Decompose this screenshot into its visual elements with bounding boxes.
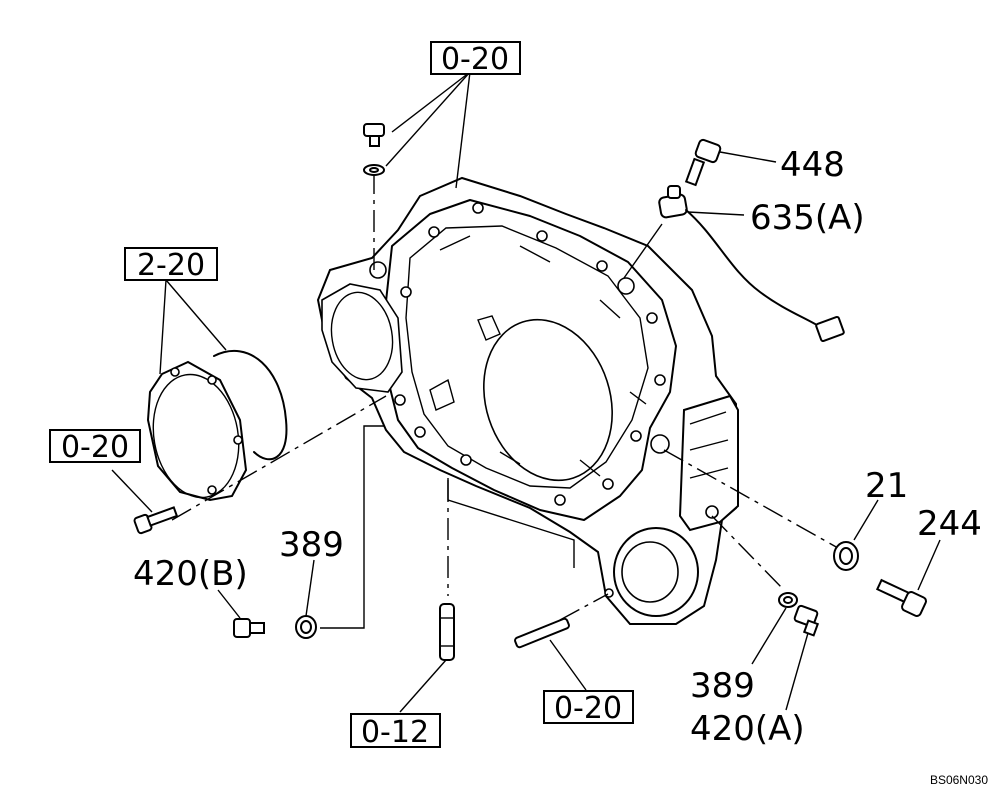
reference-text: 0-20: [554, 691, 622, 726]
part-label-21: 21: [865, 466, 908, 506]
part-label-244: 244: [917, 504, 982, 544]
drawing-code: BS06N030: [930, 773, 988, 787]
part-label-635a: 635(A): [750, 198, 865, 238]
reference-text: 2-20: [137, 248, 205, 283]
top-washer: [363, 164, 385, 176]
plug-420b: [233, 618, 265, 638]
stud: [514, 617, 570, 649]
part-label-389-right: 389: [690, 666, 755, 706]
sensor-bolt-448: [684, 138, 722, 187]
o-ring: [213, 350, 288, 461]
washer-389-left: [295, 615, 317, 639]
reference-text: 0-12: [361, 715, 429, 750]
flywheel-housing: [316, 176, 739, 625]
sensor-635a: [658, 185, 845, 342]
reference-text: 0-20: [61, 430, 129, 465]
bolt-244: [875, 578, 927, 617]
reference-box-bottom-right[interactable]: 0-20: [543, 690, 634, 726]
part-label-420b: 420(B): [133, 554, 248, 594]
dowel-pin: [439, 603, 455, 661]
reference-box-cover[interactable]: 2-20: [124, 247, 218, 283]
left-bolt: [133, 506, 179, 535]
plug-420a: [793, 604, 820, 637]
top-bolt: [363, 123, 385, 147]
cover-plate: [146, 360, 248, 502]
bolt-21: [833, 541, 859, 571]
reference-text: 0-20: [441, 42, 509, 77]
part-label-448: 448: [780, 145, 845, 185]
reference-box-top[interactable]: 0-20: [430, 41, 521, 77]
washer-389-right: [778, 592, 798, 608]
part-label-389-left: 389: [279, 525, 344, 565]
leader-lines: [111, 71, 941, 713]
reference-box-left[interactable]: 0-20: [49, 429, 141, 465]
part-label-420a: 420(A): [690, 709, 805, 749]
reference-box-bottom-center[interactable]: 0-12: [350, 713, 441, 750]
